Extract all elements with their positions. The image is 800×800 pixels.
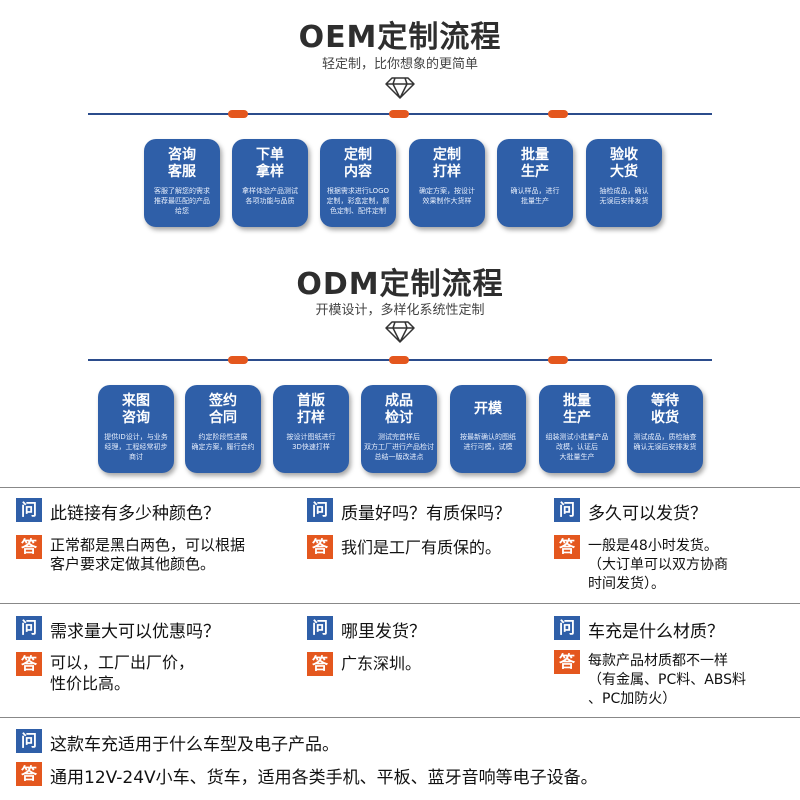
odm-timeline-marker <box>228 356 248 364</box>
faq-answer: 广东深圳。 <box>341 654 422 673</box>
oem-step-title: 下单 拿样 <box>256 147 284 180</box>
faq-question: 需求量大可以优惠吗？ <box>50 622 220 642</box>
odm-title: ODM定制流程 <box>296 267 504 302</box>
odm-step-card: 来图 咨询 提供ID设计，与业务 经理，工程经常初步 商讨 <box>98 385 174 473</box>
oem-step-desc: 客服了解您的需求 推荐最匹配的产品 给您 <box>154 187 210 215</box>
question-badge: 问 <box>554 616 580 640</box>
oem-step-card: 定制 打样 确定方案，按设计 效果制作大货样 <box>409 139 485 227</box>
odm-timeline-marker <box>548 356 568 364</box>
answer-badge: 答 <box>16 535 42 559</box>
faq-answer: 正常都是黑白两色，可以根据 客户要求定做其他颜色。 <box>50 536 246 573</box>
oem-step-title: 验收 大货 <box>610 147 638 180</box>
oem-step-card: 批量 生产 确认样品，进行 批量生产 <box>497 139 573 227</box>
odm-step-title: 首版 打样 <box>297 393 325 426</box>
oem-step-card: 下单 拿样 拿样体验产品测试 各项功能与品质 <box>232 139 308 227</box>
oem-step-desc: 拿样体验产品测试 各项功能与品质 <box>242 187 298 205</box>
faq-answer: 每款产品材质都不一样 （有金属、PC料、ABS料 、PC加防火） <box>588 653 747 707</box>
odm-step-title: 等待 收货 <box>651 393 679 426</box>
odm-subtitle: 开模设计，多样化系统性定制 <box>315 303 485 318</box>
odm-step-title: 批量 生产 <box>563 393 591 426</box>
odm-step-desc: 按最新确认的图纸 进行可模，试模 <box>460 433 516 451</box>
answer-badge: 答 <box>16 652 42 676</box>
faq-divider <box>0 487 800 488</box>
question-badge: 问 <box>554 498 580 522</box>
faq-question: 质量好吗？有质保吗？ <box>341 504 511 524</box>
oem-step-desc: 抽检成品，确认 无误后安排发货 <box>599 187 649 205</box>
answer-badge: 答 <box>307 652 333 676</box>
oem-step-card: 咨询 客服 客服了解您的需求 推荐最匹配的产品 给您 <box>144 139 220 227</box>
odm-step-card: 批量 生产 组装测试小批量产品 改模，认证后 大批量生产 <box>539 385 615 473</box>
oem-timeline-marker <box>548 110 568 118</box>
faq-answer: 我们是工厂有质保的。 <box>341 538 502 557</box>
odm-step-card: 签约 合同 约定阶段性进展 确定方案，履行合约 <box>185 385 261 473</box>
odm-step-card: 首版 打样 按设计图纸进行 3D快速打样 <box>273 385 349 473</box>
diamond-icon <box>385 77 415 99</box>
oem-step-card: 验收 大货 抽检成品，确认 无误后安排发货 <box>586 139 662 227</box>
question-badge: 问 <box>16 498 42 522</box>
oem-step-title: 咨询 客服 <box>168 147 196 180</box>
faq-question: 多久可以发货？ <box>588 504 707 524</box>
odm-step-desc: 提供ID设计，与业务 经理，工程经常初步 商讨 <box>104 433 168 461</box>
question-badge: 问 <box>16 616 42 640</box>
question-badge: 问 <box>307 616 333 640</box>
faq-question: 这款车充适用于什么车型及电子产品。 <box>50 735 339 755</box>
odm-step-desc: 测试成品，质检抽查 确认无误后安排发货 <box>633 433 697 451</box>
faq-answer: 可以，工厂出厂价， 性价比高。 <box>50 653 195 693</box>
faq-answer: 一般是48小时发货。 （大订单可以双方协商 时间发货）。 <box>588 538 728 592</box>
answer-badge: 答 <box>16 762 42 786</box>
odm-step-title: 成品 检讨 <box>385 393 413 426</box>
odm-step-desc: 测试完首样后 双方工厂进行产品检讨 总结一版改进点 <box>364 433 434 461</box>
oem-step-desc: 确认样品，进行 批量生产 <box>510 187 560 205</box>
faq-question: 哪里发货？ <box>341 622 426 642</box>
faq-question: 此链接有多少种颜色？ <box>50 504 220 524</box>
faq-question: 车充是什么材质？ <box>588 622 724 642</box>
odm-step-desc: 组装测试小批量产品 改模，认证后 大批量生产 <box>545 433 609 461</box>
faq-divider <box>0 603 800 604</box>
odm-step-desc: 按设计图纸进行 3D快速打样 <box>286 433 336 451</box>
oem-step-desc: 确定方案，按设计 效果制作大货样 <box>419 187 475 205</box>
odm-step-card: 成品 检讨 测试完首样后 双方工厂进行产品检讨 总结一版改进点 <box>361 385 437 473</box>
odm-timeline-marker <box>389 356 409 364</box>
odm-step-desc: 约定阶段性进展 确定方案，履行合约 <box>191 433 255 451</box>
odm-step-card: 等待 收货 测试成品，质检抽查 确认无误后安排发货 <box>627 385 703 473</box>
question-badge: 问 <box>16 729 42 753</box>
answer-badge: 答 <box>554 535 580 559</box>
oem-timeline-marker <box>228 110 248 118</box>
answer-badge: 答 <box>554 650 580 674</box>
faq-answer: 通用12V-24V小车、货车，适用各类手机、平板、蓝牙音响等电子设备。 <box>50 768 598 788</box>
question-badge: 问 <box>307 498 333 522</box>
oem-step-title: 定制 打样 <box>433 147 461 180</box>
oem-step-title: 批量 生产 <box>521 147 549 180</box>
oem-timeline-marker <box>389 110 409 118</box>
oem-step-title: 定制 内容 <box>344 147 372 180</box>
oem-subtitle: 轻定制，比你想象的更简单 <box>321 57 478 72</box>
odm-step-card: 开模 按最新确认的图纸 进行可模，试模 <box>450 385 526 473</box>
odm-step-title: 来图 咨询 <box>122 393 150 426</box>
oem-step-desc: 根据需求进行LOGO 定制，彩盒定制，颜 色定制、配件定制 <box>326 187 390 215</box>
odm-step-title: 开模 <box>474 401 502 417</box>
oem-step-card: 定制 内容 根据需求进行LOGO 定制，彩盒定制，颜 色定制、配件定制 <box>320 139 396 227</box>
diamond-icon <box>385 321 415 343</box>
odm-step-title: 签约 合同 <box>209 393 237 426</box>
faq-divider <box>0 717 800 718</box>
answer-badge: 答 <box>307 535 333 559</box>
oem-title: OEM定制流程 <box>298 20 502 55</box>
